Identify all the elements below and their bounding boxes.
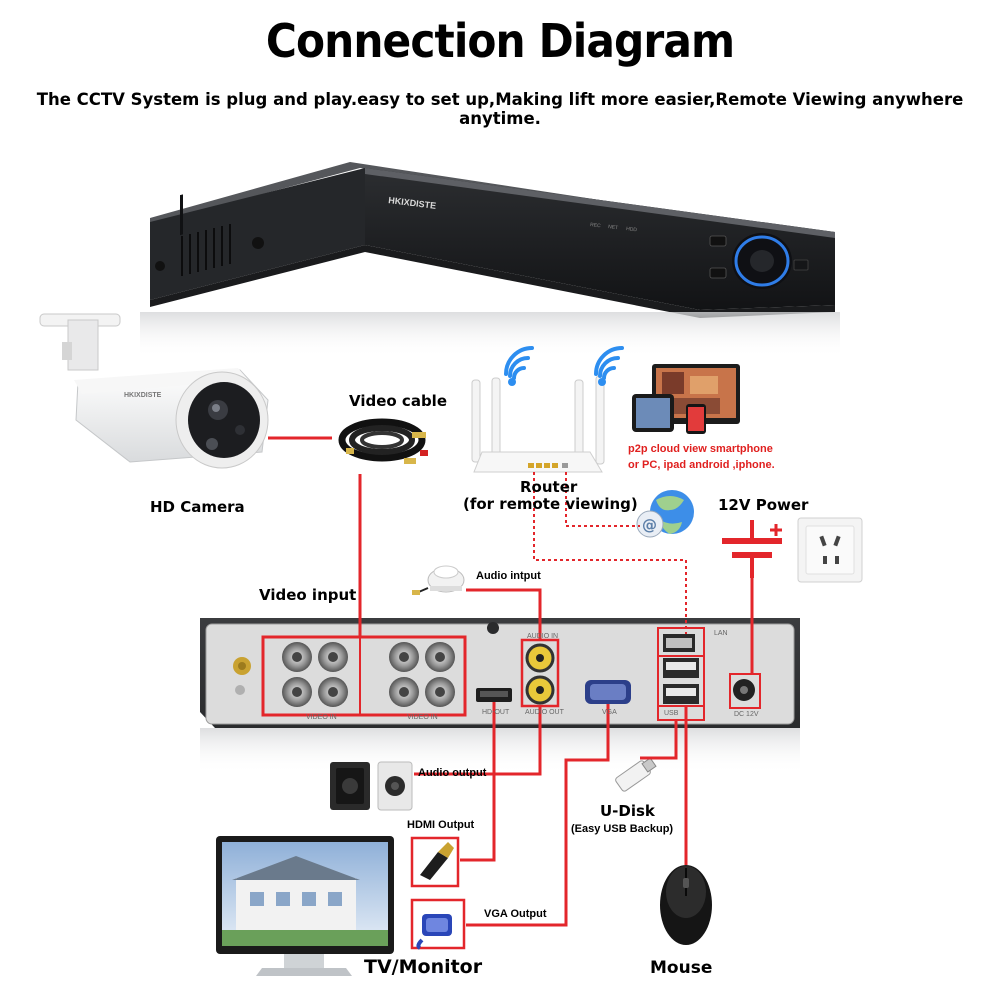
tv-monitor-label: TV/Monitor [364, 956, 483, 978]
mouse-label: Mouse [650, 958, 713, 978]
hdmi-cable-icon [410, 836, 460, 888]
router-label: Router [520, 478, 578, 496]
tv-monitor-image [216, 836, 394, 976]
microphone-icon [412, 565, 465, 595]
hd-camera-image: HKIXDISTE [39, 313, 269, 469]
audio-output-label: Audio output [418, 767, 487, 779]
router-sublabel: (for remote viewing) [463, 495, 638, 513]
p2p-label-line1: p2p cloud view smartphone [628, 443, 773, 455]
svg-text:@: @ [642, 516, 657, 534]
hdmi-output-label: HDMI Output [407, 819, 475, 831]
svg-text:HDD: HDD [626, 226, 638, 233]
hdmi-port-label: HD-OUT [482, 709, 510, 716]
camera-brand: HKIXDISTE [124, 392, 162, 399]
udisk-label: U-Disk [600, 802, 655, 820]
video-in-right-port-label: VIDEO IN [407, 714, 438, 721]
remote-devices-image [632, 364, 740, 434]
svg-text:NET: NET [608, 224, 619, 231]
network-dotted-lines [533, 472, 687, 634]
power-symbol-icon [722, 520, 782, 578]
video-cable-label: Video cable [349, 392, 447, 410]
usb-port-label: USB [664, 710, 679, 717]
nvr-device: HKIXDISTE REC NET HDD [140, 162, 840, 357]
wall-socket-image [797, 517, 863, 583]
mouse-image [660, 865, 712, 945]
page-title: Connection Diagram [265, 14, 735, 68]
vga-port-label: VGA [602, 709, 617, 716]
router-image [471, 346, 624, 473]
dc-port-label: DC 12V [734, 711, 759, 718]
page-subtitle: The CCTV System is plug and play.easy to… [36, 90, 964, 128]
audio-in-port-label: AUDIO IN [527, 633, 559, 640]
speakers-image [330, 761, 413, 811]
p2p-label-line2: or PC, ipad android ,iphone. [628, 459, 775, 471]
lan-port-label: LAN [714, 630, 728, 637]
usb-disk-icon [615, 757, 657, 792]
video-cable-image [338, 418, 428, 464]
connection-lines [268, 436, 754, 927]
udisk-sublabel: (Easy USB Backup) [571, 823, 674, 835]
svg-text:REC: REC [590, 222, 602, 229]
power-label: 12V Power [718, 496, 809, 514]
video-input-label: Video input [259, 586, 357, 604]
audio-out-port-label: AUDIO OUT [525, 709, 564, 716]
audio-input-label: Audio intput [476, 570, 541, 582]
nvr-rear-panel [200, 618, 800, 773]
internet-globe-icon: @ [636, 490, 694, 538]
vga-cable-icon [410, 898, 466, 950]
hd-camera-label: HD Camera [150, 498, 245, 516]
vga-output-label: VGA Output [484, 908, 547, 920]
video-in-left-port-label: VIDEO IN [306, 714, 337, 721]
